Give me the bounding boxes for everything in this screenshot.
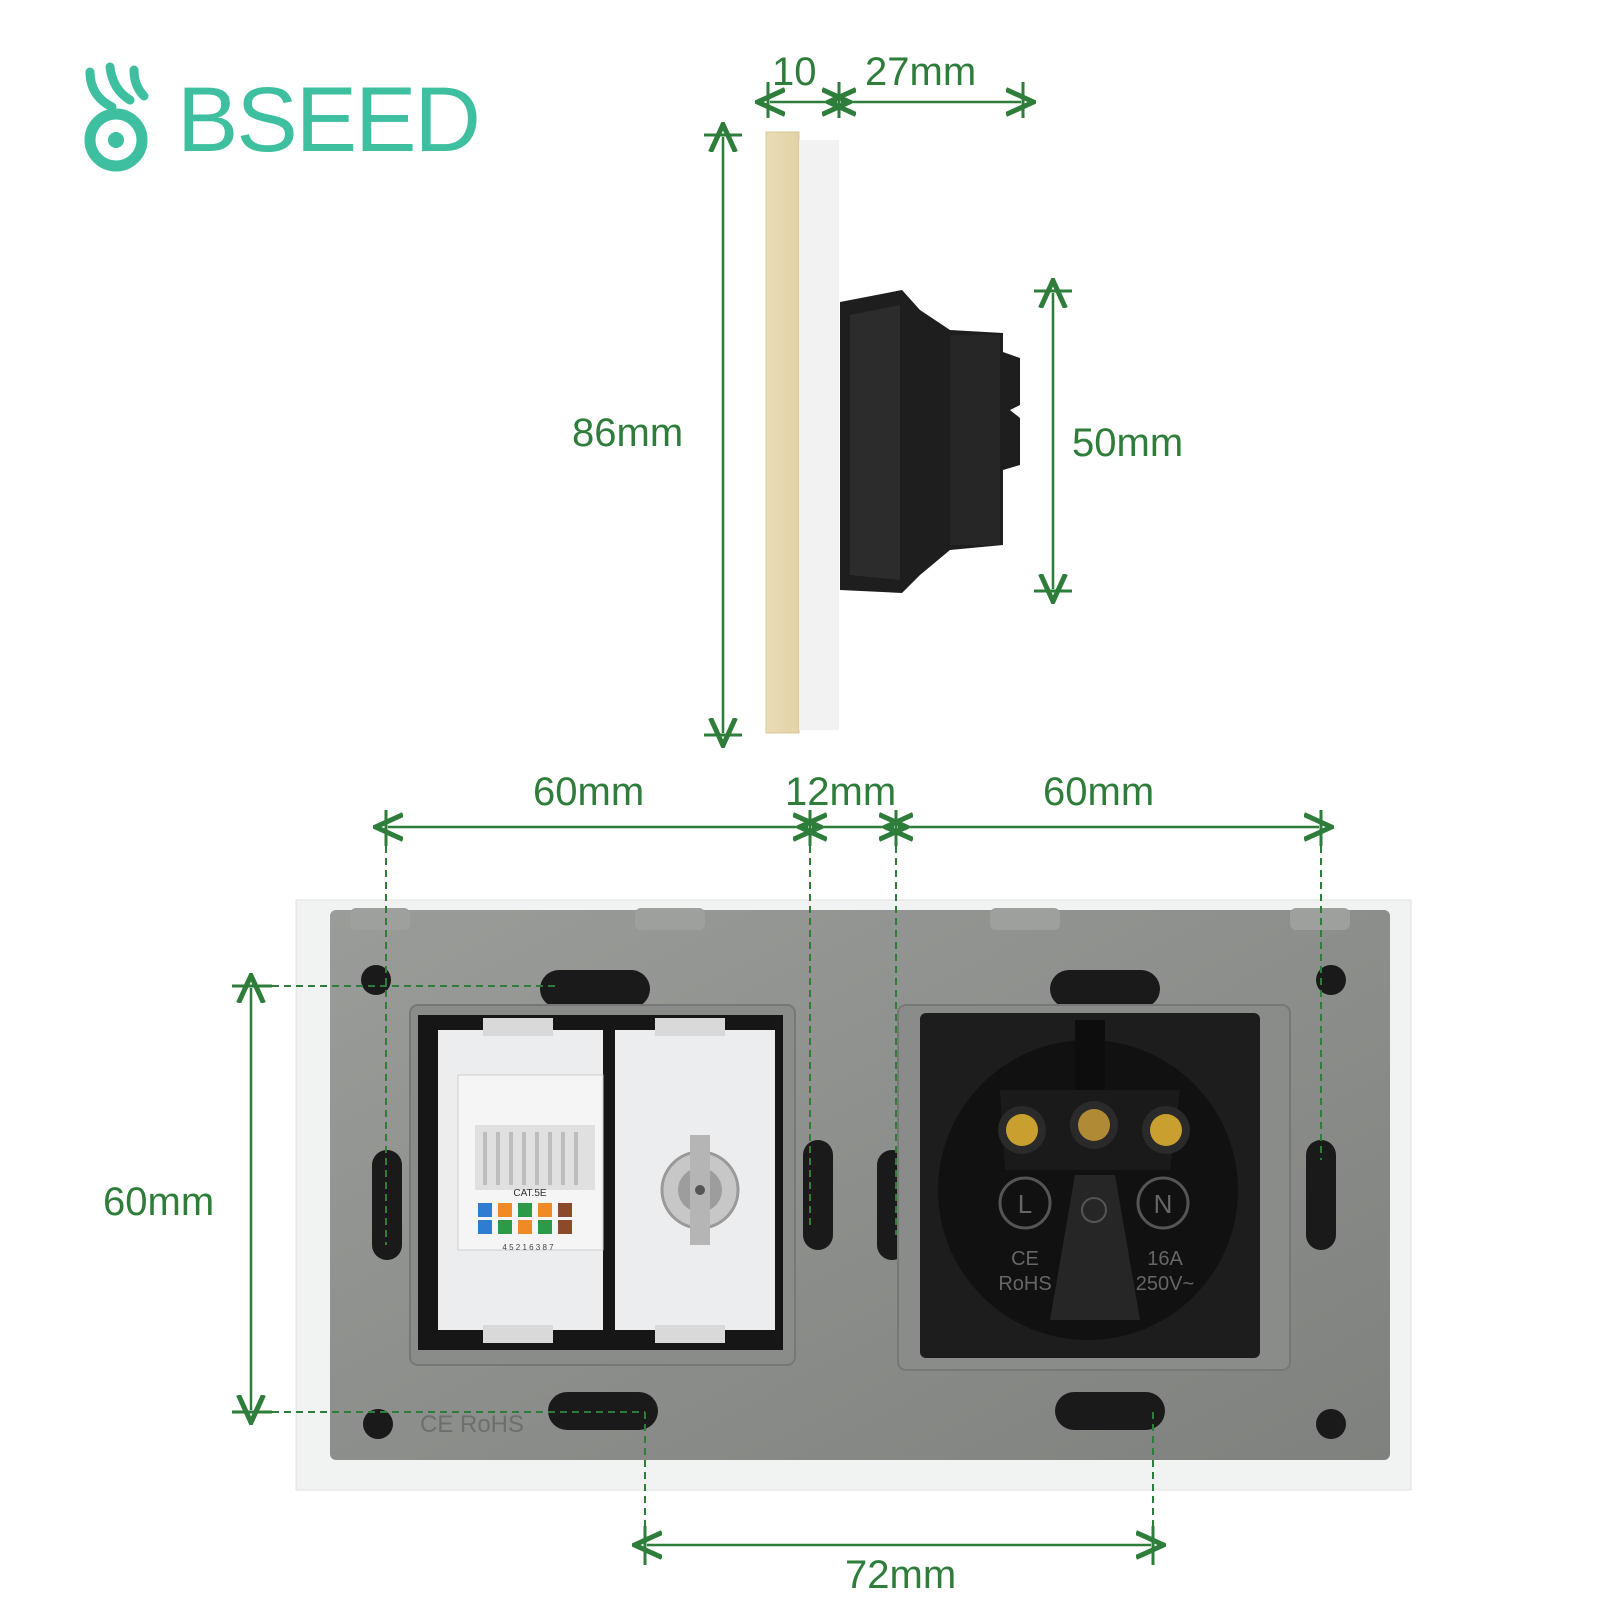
rj45-pin-numbers: 4 5 2 1 6 3 8 7 xyxy=(502,1243,554,1252)
socket-live-label: L xyxy=(1018,1189,1032,1219)
side-depth-label: 27mm xyxy=(865,50,977,94)
plate-gold-edge xyxy=(765,131,800,734)
right-module-width-label: 60mm xyxy=(1043,770,1155,814)
front-view xyxy=(295,899,1412,1491)
side-thickness-label: 10 xyxy=(772,50,817,94)
left-module-width-label: 60mm xyxy=(533,770,645,814)
bseed-logo-icon xyxy=(84,62,149,172)
plate-cert-mark: CE RoHS xyxy=(420,1411,524,1438)
brand-logo: BSEED xyxy=(82,62,482,182)
socket-ce-label: CE xyxy=(1011,1248,1039,1270)
brand-name: BSEED xyxy=(177,69,481,171)
socket-neutral-label: N xyxy=(1154,1189,1173,1219)
module-height-side-label: 50mm xyxy=(1072,421,1184,465)
plate-glass xyxy=(799,140,839,730)
socket-voltage-label: 250V~ xyxy=(1136,1273,1194,1295)
rj45-cat-label: CAT.5E xyxy=(513,1188,546,1199)
screw-spacing-label: 72mm xyxy=(845,1553,957,1597)
socket-rohs-label: RoHS xyxy=(998,1273,1051,1295)
plate-height-label: 86mm xyxy=(572,411,684,455)
gap-width-label: 12mm xyxy=(785,770,897,814)
module-height-front-label: 60mm xyxy=(103,1180,215,1224)
side-view xyxy=(765,131,1020,734)
socket-current-label: 16A xyxy=(1147,1248,1183,1270)
